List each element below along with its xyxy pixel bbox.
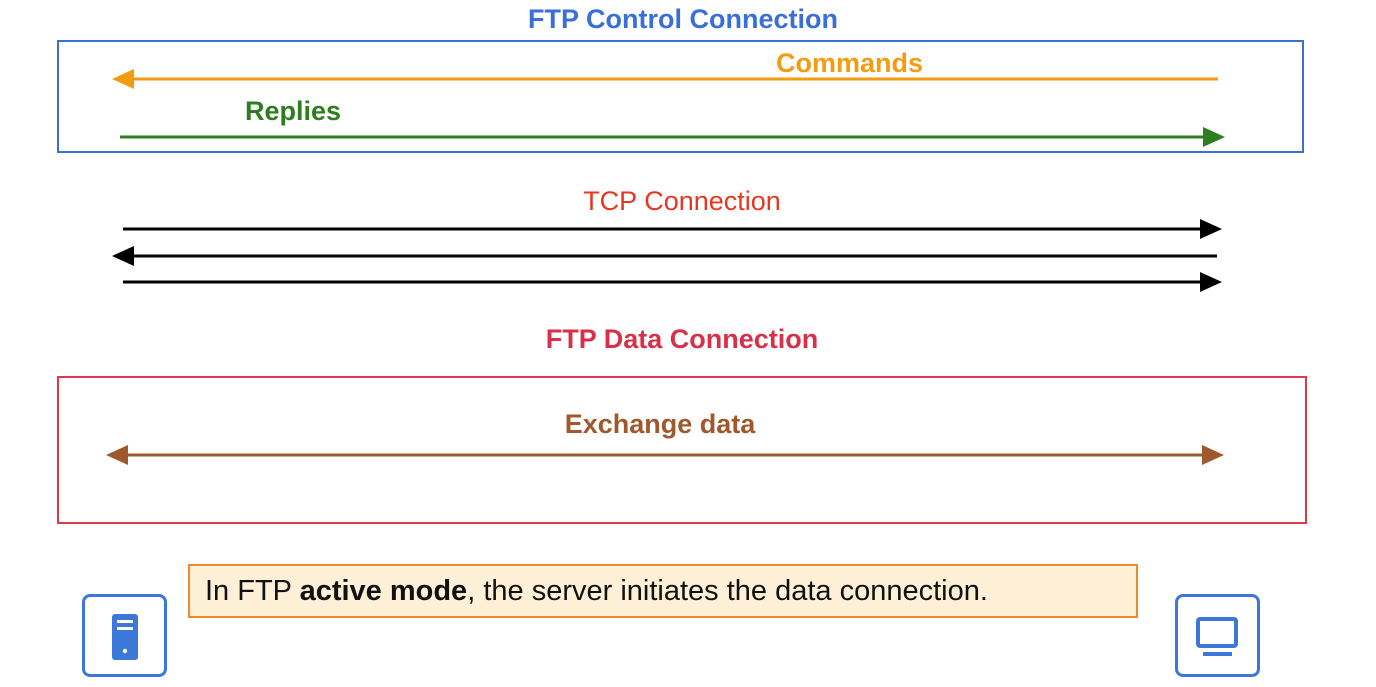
data-connection-box <box>57 376 1307 524</box>
exchange-data-label: Exchange data <box>564 409 756 439</box>
client-device <box>1175 594 1260 677</box>
commands-label: Commands <box>776 48 924 78</box>
note-suffix: , the server initiates the data connecti… <box>467 575 988 607</box>
data-connection-title: FTP Data Connection <box>545 324 819 354</box>
note-emphasis: active mode <box>299 575 468 607</box>
control-connection-box <box>57 40 1304 153</box>
commands-arrow <box>112 69 1218 89</box>
replies-arrow <box>120 127 1225 147</box>
tcp-synack-arrow <box>112 246 1217 266</box>
server-icon <box>112 614 138 660</box>
server-device <box>82 594 167 677</box>
tcp-syn-arrow <box>123 219 1222 239</box>
tcp-connection-title: TCP Connection <box>583 186 781 216</box>
replies-label: Replies <box>245 96 342 126</box>
control-connection-title: FTP Control Connection <box>528 4 838 34</box>
exchange-data-arrow <box>106 445 1224 465</box>
tcp-ack-arrow <box>123 272 1222 292</box>
monitor-icon <box>1196 617 1238 656</box>
active-mode-note: In FTP active mode, the server initiates… <box>188 564 1138 618</box>
note-prefix: In FTP <box>205 575 300 607</box>
